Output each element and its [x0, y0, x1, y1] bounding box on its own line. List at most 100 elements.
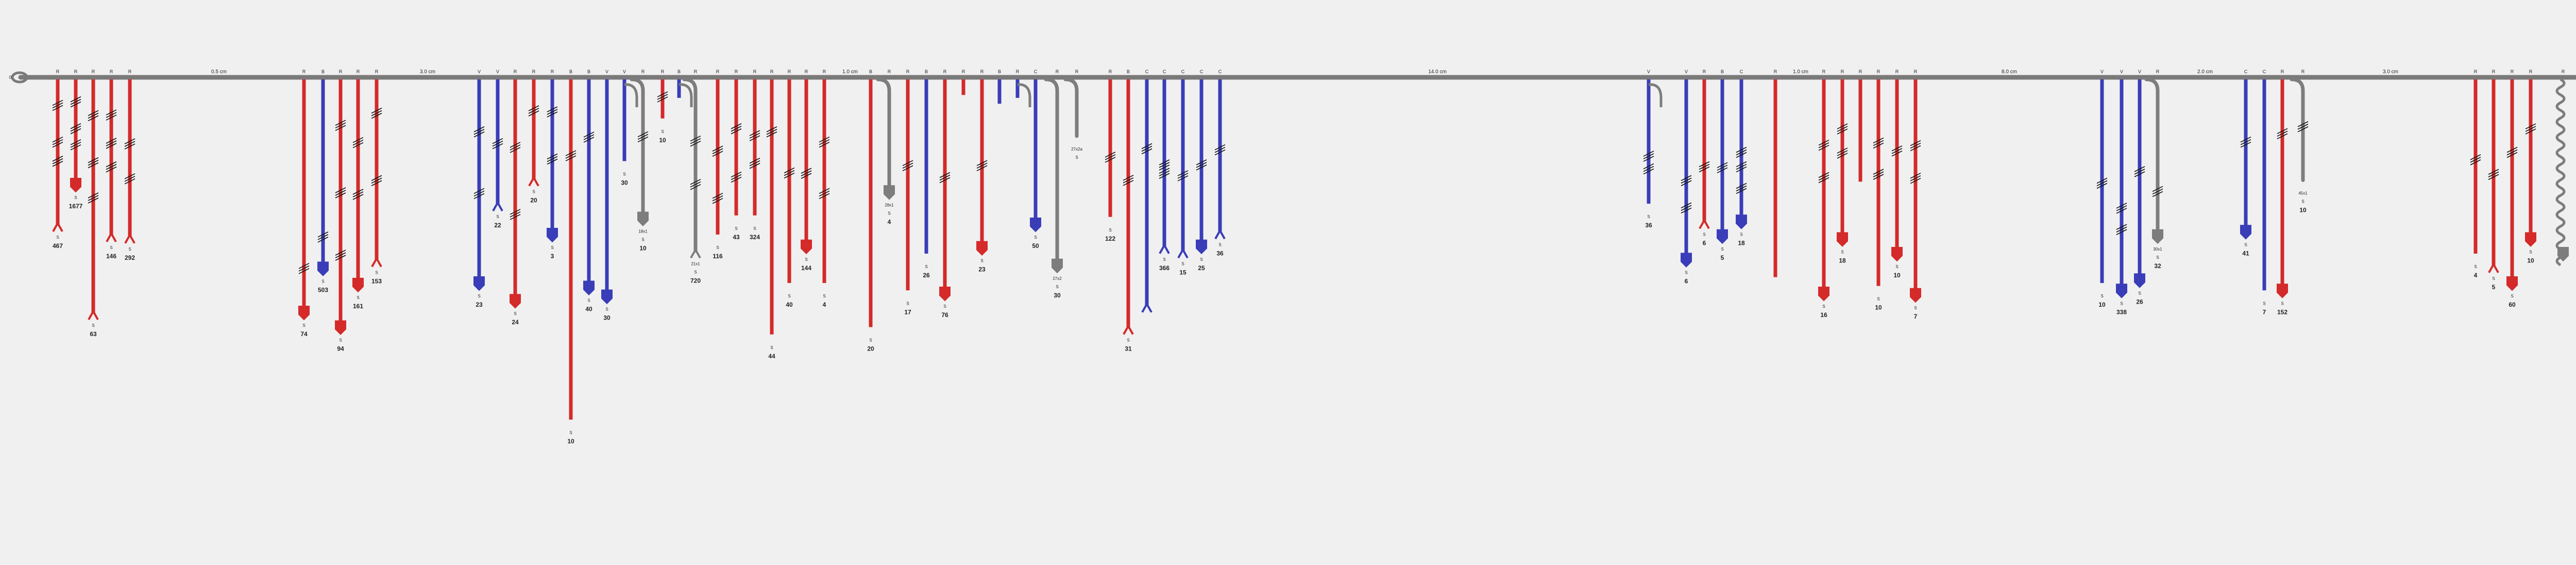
hash-mark — [335, 192, 346, 198]
hash-mark — [88, 112, 99, 119]
branch-value-label: 20 — [530, 197, 537, 204]
hash-mark — [819, 193, 830, 200]
hash-mark — [1123, 177, 1134, 184]
hash-mark — [1643, 163, 1654, 170]
branch-71: RS5 — [2488, 69, 2499, 291]
branch-code-label: R — [2529, 69, 2533, 74]
branch-value-label: 10 — [2098, 301, 2106, 308]
hash-mark — [70, 98, 81, 105]
branch-code-label: C — [1163, 69, 1166, 74]
hash-mark — [2525, 123, 2536, 129]
hash-mark — [352, 137, 364, 143]
branch-s-label: S — [1163, 257, 1165, 262]
branch-value-label: 20 — [867, 345, 874, 353]
hash-mark — [88, 192, 99, 198]
branch-value-label: 3 — [551, 253, 554, 260]
hash-mark — [1736, 161, 1747, 168]
hash-mark — [1681, 180, 1692, 187]
branch-value-label: 467 — [53, 242, 63, 250]
hash-mark — [70, 144, 81, 151]
hash-mark — [2240, 141, 2251, 148]
hash-mark — [52, 139, 63, 145]
hash-mark — [70, 101, 81, 108]
hash-mark — [1717, 164, 1728, 171]
hash-mark — [939, 174, 951, 181]
branch-s-label: S — [980, 259, 983, 263]
open-tip-marker — [1123, 324, 1134, 335]
hash-mark — [2277, 130, 2288, 137]
branch-code-label: R — [532, 69, 536, 74]
branch-code-label: R — [641, 69, 645, 74]
hash-mark — [1910, 175, 1921, 181]
branch-value-label: 7 — [2263, 308, 2266, 315]
closed-tip-marker — [2116, 284, 2127, 298]
branch-value-label: 74 — [300, 330, 308, 338]
hash-mark — [2470, 159, 2481, 165]
branch-code-label: R — [551, 69, 554, 74]
branch-code-label: B — [1127, 69, 1130, 74]
hash-mark — [473, 126, 485, 132]
open-tip-marker — [690, 247, 701, 259]
branch-value-label: 36 — [1216, 250, 1224, 257]
branch-id-label: 45x1 — [2298, 191, 2308, 196]
branch-code-label: B — [1721, 69, 1724, 74]
hash-mark — [2096, 182, 2108, 189]
hash-mark — [749, 135, 760, 141]
hash-mark — [547, 156, 558, 162]
hash-mark — [1818, 177, 1829, 184]
hash-mark — [2152, 188, 2163, 195]
hash-mark — [583, 137, 595, 143]
branch-58: R — [1858, 69, 1862, 182]
branch-code-label: V — [1685, 69, 1688, 74]
hash-mark — [766, 129, 777, 135]
hash-mark — [2116, 208, 2127, 214]
branch-code-label: R — [2301, 69, 2305, 74]
hash-mark — [1177, 170, 1189, 176]
hash-mark — [106, 161, 117, 168]
branch-code-label: R — [716, 69, 720, 74]
hash-mark — [1196, 164, 1207, 171]
branch-s-label: S — [1034, 235, 1037, 240]
hash-mark — [749, 130, 760, 136]
hash-mark — [2488, 169, 2499, 175]
hash-mark — [547, 106, 558, 112]
branch-value-label: 41 — [2242, 250, 2249, 257]
hash-mark — [690, 138, 701, 144]
branch-code-label: R — [1877, 69, 1880, 74]
hash-mark — [1837, 153, 1848, 159]
hash-mark — [492, 140, 503, 147]
hash-mark — [583, 134, 595, 140]
branch-value-label: 50 — [1032, 242, 1039, 250]
hash-mark — [2096, 177, 2108, 184]
closed-tip-marker — [335, 320, 346, 335]
closed-tip-marker — [547, 227, 558, 243]
branch-s-label: S — [2474, 264, 2477, 269]
branch-value-label: 144 — [801, 264, 811, 272]
branch-code-label: R — [1056, 69, 1059, 74]
branch-code-label: R — [1822, 69, 1826, 74]
hash-mark — [88, 115, 99, 122]
hash-mark — [1873, 169, 1884, 175]
open-tip-marker — [371, 256, 382, 268]
hash-mark — [124, 138, 135, 144]
hash-mark — [52, 141, 63, 148]
hash-mark — [712, 151, 723, 157]
branch-value-label: 152 — [2277, 308, 2287, 315]
hash-mark — [1699, 163, 1710, 170]
hash-mark — [335, 122, 346, 128]
span-label: 3.0 cm — [2383, 69, 2398, 75]
span-label: 14.0 cm — [1428, 69, 1447, 75]
hash-mark — [88, 110, 99, 117]
hash-mark — [2116, 229, 2127, 235]
